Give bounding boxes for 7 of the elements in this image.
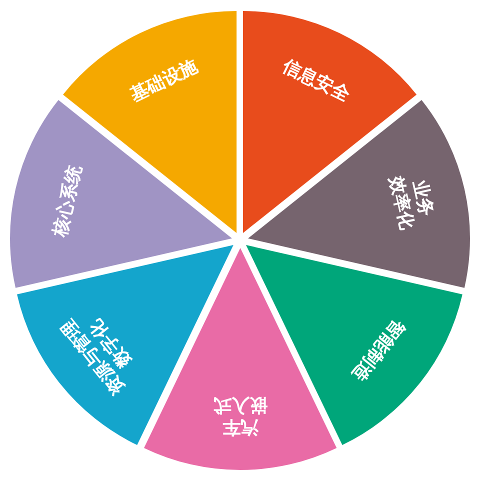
wedge-label: 汽车嵌入式 [212, 394, 268, 438]
wedge-label: 智能制造 [346, 314, 410, 387]
wedge-label: 基础设施 [126, 55, 202, 108]
wedge-label: 资源与管理数字化 [57, 314, 137, 399]
wedge-label: 信息安全 [278, 55, 354, 108]
wedge-label: 核心系统 [48, 162, 88, 240]
wedge-label: 业务效率化 [384, 173, 438, 232]
